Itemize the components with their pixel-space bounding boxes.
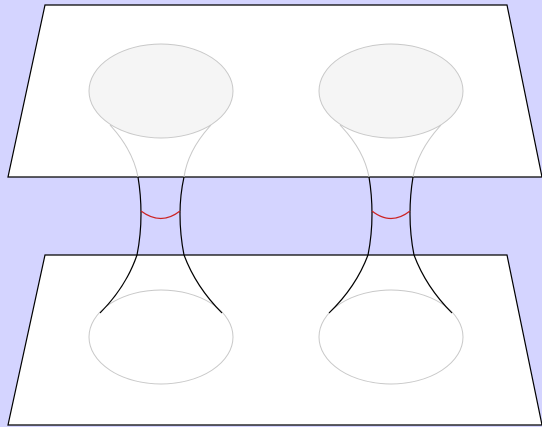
left-throat-upper-hidden-right: [183, 124, 212, 178]
right-throat-lower-visible-right: [413, 254, 453, 314]
right-throat-upper-hidden-left: [339, 124, 370, 178]
left-throat-lower-visible-right: [183, 254, 223, 314]
lower-left-mouth: [88, 289, 234, 385]
right-throat-visible-left: [367, 176, 373, 256]
upper-left-mouth: [88, 43, 234, 139]
lower-sheet: [7, 254, 542, 426]
right-waist-curve: [371, 210, 411, 220]
left-throat-lower-visible-left: [99, 254, 138, 314]
left-wormhole: [99, 124, 223, 314]
right-wormhole: [328, 124, 453, 314]
lower-right-mouth: [318, 289, 464, 385]
left-waist-curve: [140, 210, 181, 220]
left-throat-visible-right: [179, 176, 185, 256]
right-throat-visible-right: [409, 176, 415, 256]
left-throat-upper-hidden-left: [109, 124, 139, 178]
right-throat-lower-visible-left: [328, 254, 369, 314]
left-throat-visible-left: [136, 176, 142, 256]
upper-right-mouth: [318, 43, 464, 139]
lower-sheet-plane: [7, 254, 542, 426]
right-throat-upper-hidden-right: [412, 124, 442, 178]
upper-sheet: [7, 4, 542, 178]
